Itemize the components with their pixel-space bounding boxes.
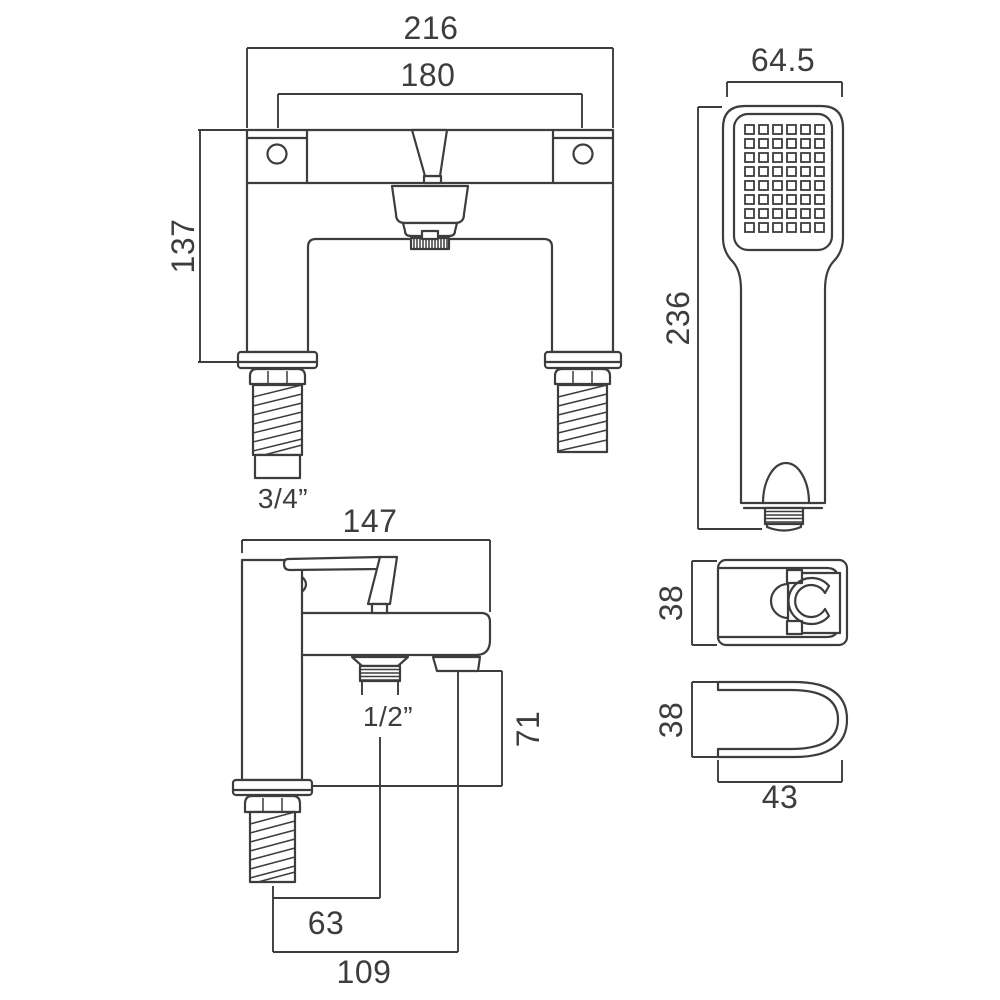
diverter-spout-front [390,184,470,251]
bracket-front-outline [716,680,849,759]
dim-body-height: 137 [165,129,315,363]
inlet-tail-side [231,778,314,884]
dim-depth: 147 [241,503,491,612]
lever-handle-side [282,555,399,615]
dim-body-height-label: 137 [165,219,201,274]
mixer-body-side [240,558,304,782]
mounting-plate-right [551,128,615,185]
dim-hole-centers-label: 180 [401,57,456,93]
dim-head-width-label: 64.5 [751,42,815,78]
mixer-body-front [245,128,615,354]
side-view: 147 1/2” [231,503,546,990]
dim-depth-label: 147 [343,503,398,539]
dim-overall-width: 216 [246,10,614,128]
dim-bracket-top-depth: 38 [653,560,717,646]
dim-tail-thread-label: 3/4” [258,483,308,514]
handset-view: 64.5 236 [660,42,845,532]
nozzle-grid [744,124,825,233]
dim-hole-centers: 180 [277,57,583,128]
handset-dome [761,461,811,505]
bath-outlet: 1/2” [350,655,413,732]
dim-bracket-front-height-label: 38 [653,702,689,739]
dim-bracket-front-height: 38 [653,681,717,758]
dim-shower-outlet-height: 71 [478,670,546,786]
dim-overall-width-label: 216 [404,10,459,46]
dim-bracket-width: 43 [717,760,843,815]
fixing-hole-left [266,143,288,165]
dim-shower-outlet-offset: 109 [273,671,459,990]
hose-connector [742,506,824,532]
inlet-tail-left: 3/4” [236,350,319,514]
dim-spout-offset: 63 [272,737,381,952]
dim-shower-outlet-offset-label: 109 [337,954,392,990]
dim-bracket-top-depth-label: 38 [653,585,689,622]
dim-handset-length: 236 [660,106,762,530]
fixing-hole-right [572,143,594,165]
dim-head-width: 64.5 [726,42,843,97]
front-view: 216 180 137 [165,10,623,514]
spout-side [300,611,492,657]
bracket-clip [769,568,842,636]
bracket-top-view: 38 [653,558,849,647]
bracket-front-view: 38 43 [653,680,849,815]
dim-handset-length-label: 236 [660,291,696,346]
shower-hose-outlet [431,655,482,673]
mounting-plate-left [245,128,309,185]
dim-bracket-width-label: 43 [762,779,799,815]
dim-spout-offset-label: 63 [308,905,345,941]
dim-shower-outlet-height-label: 71 [510,711,546,748]
inlet-tail-right [543,350,623,454]
dim-spout-thread-label: 1/2” [363,701,413,732]
lever-handle-front [410,128,449,185]
